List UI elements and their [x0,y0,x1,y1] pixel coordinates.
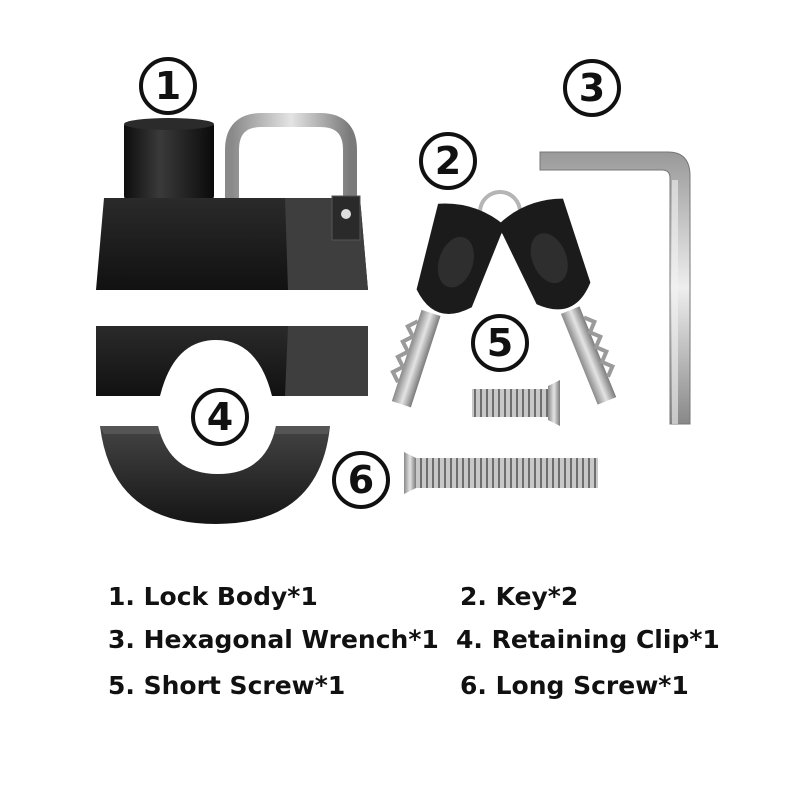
clamp-upper-part [96,326,368,396]
lock-body-part [96,113,368,290]
part-label-retaining-clip: 4. Retaining Clip*1 [456,625,720,654]
part-label-lock-body: 1. Lock Body*1 [108,582,318,611]
hex-wrench-part [539,151,691,425]
part-label-short-screw: 5. Short Screw*1 [108,671,346,700]
short-screw-part [472,380,560,426]
marker-3: 3 [563,59,621,117]
marker-6: 6 [332,451,390,509]
keys-part [390,190,617,408]
long-screw-part [404,452,598,494]
parts-illustration [96,113,691,524]
part-label-long-screw: 6. Long Screw*1 [460,671,689,700]
marker-2: 2 [419,132,477,190]
marker-4: 4 [191,388,249,446]
marker-5: 5 [471,314,529,372]
part-label-key: 2. Key*2 [460,582,579,611]
marker-1: 1 [139,57,197,115]
retaining-clip-part [100,426,330,524]
part-label-hex-wrench: 3. Hexagonal Wrench*1 [108,625,439,654]
